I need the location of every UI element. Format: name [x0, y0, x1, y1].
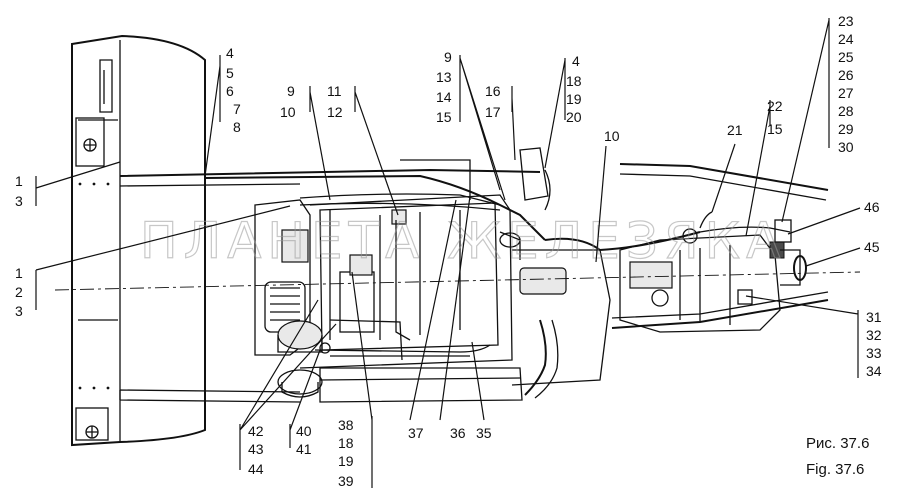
callout-label: 33: [866, 345, 882, 361]
callout-label: 18: [566, 73, 582, 89]
callout-label: 4: [226, 45, 234, 61]
callout-label: 31: [866, 309, 882, 325]
callout-label: 21: [727, 122, 743, 138]
callout-label: 39: [338, 473, 354, 489]
callout-label: 12: [327, 104, 343, 120]
callout-label: 25: [838, 49, 854, 65]
callout-label: 10: [604, 128, 620, 144]
callout-c6: 9 13 14 15: [436, 49, 452, 125]
callout-c17: 36: [450, 425, 466, 441]
callout-label: 44: [248, 461, 264, 477]
callout-c5: 11 12: [327, 83, 343, 120]
callout-label: 5: [226, 65, 234, 81]
callout-c10: 21: [727, 122, 743, 138]
callout-label: 40: [296, 423, 312, 439]
callout-label: 43: [248, 441, 264, 457]
figure-caption-ru: Рис. 37.6: [806, 435, 869, 452]
callout-label: 32: [866, 327, 882, 343]
callout-c13: 46: [864, 199, 880, 215]
callout-c14: 45: [864, 239, 880, 255]
rear-gearbox: [619, 211, 807, 333]
callout-label: 13: [436, 69, 452, 85]
lower-components: [277, 320, 523, 403]
callout-label: 18: [338, 435, 354, 451]
callout-label: 10: [280, 104, 296, 120]
callout-label: 28: [838, 103, 854, 119]
callout-label: 23: [838, 13, 854, 29]
callout-label: 20: [566, 109, 582, 125]
callout-label: 38: [338, 417, 354, 433]
callout-c3: 1 2 3: [15, 265, 23, 319]
figure-caption-en: Fig. 37.6: [806, 461, 864, 478]
callout-label: 15: [436, 109, 452, 125]
callout-label: 26: [838, 67, 854, 83]
callout-label: 37: [408, 425, 424, 441]
callout-label: 7: [233, 101, 241, 117]
callout-c19: 38 18 19 39: [338, 417, 354, 489]
transmission: [499, 147, 611, 399]
callout-c21: 42 43 44: [248, 423, 264, 477]
watermark-text: ПЛАНЕТА ЖЕЛЕЗЯКА: [140, 212, 786, 270]
callout-label: 19: [566, 91, 582, 107]
callout-label: 24: [838, 31, 854, 47]
callout-label: 41: [296, 441, 312, 457]
callout-label: 22: [767, 98, 783, 114]
centreline: [54, 271, 861, 291]
callout-label: 14: [436, 89, 452, 105]
callout-c4: 9 10: [280, 83, 296, 120]
callout-c20: 40 41: [296, 423, 312, 457]
callout-label: 9: [287, 83, 295, 99]
callout-label: 9: [444, 49, 452, 65]
callout-label: 15: [767, 121, 783, 137]
callout-label: 42: [248, 423, 264, 439]
callout-c18: 37: [408, 425, 424, 441]
callout-label: 17: [485, 104, 501, 120]
wiring-harness: [204, 174, 791, 357]
callout-label: 19: [338, 453, 354, 469]
callout-label: 11: [327, 83, 342, 99]
callout-label: 6: [226, 83, 234, 99]
callout-label: 35: [476, 425, 492, 441]
callout-c2: 4 5 6 7 8: [226, 45, 241, 135]
callout-label: 8: [233, 119, 241, 135]
callout-c16: 35: [476, 425, 492, 441]
callout-label: 2: [15, 284, 23, 300]
chassis-drawing: [54, 34, 861, 447]
leader-lines: [35, 18, 861, 488]
callout-label: 1: [15, 265, 23, 281]
callout-c1: 1 3: [15, 173, 23, 209]
callout-c9: 10: [604, 128, 620, 144]
callout-c12: 23 24 25 26 27 28 29 30: [838, 13, 854, 155]
callout-c15: 31 32 33 34: [866, 309, 882, 379]
callout-label: 16: [485, 83, 501, 99]
callout-c7: 16 17: [485, 83, 501, 120]
callout-label: 36: [450, 425, 466, 441]
callout-c8: 4 18 19 20: [566, 53, 582, 125]
callout-label: 3: [15, 303, 23, 319]
callout-label: 45: [864, 239, 880, 255]
callout-label: 46: [864, 199, 880, 215]
callout-label: 1: [15, 173, 23, 189]
callout-label: 30: [838, 139, 854, 155]
callout-label: 3: [15, 193, 23, 209]
callout-label: 4: [572, 53, 580, 69]
callout-label: 27: [838, 85, 854, 101]
callout-c11: 22 15: [767, 98, 783, 137]
callout-label: 34: [866, 363, 882, 379]
callout-label: 29: [838, 121, 854, 137]
